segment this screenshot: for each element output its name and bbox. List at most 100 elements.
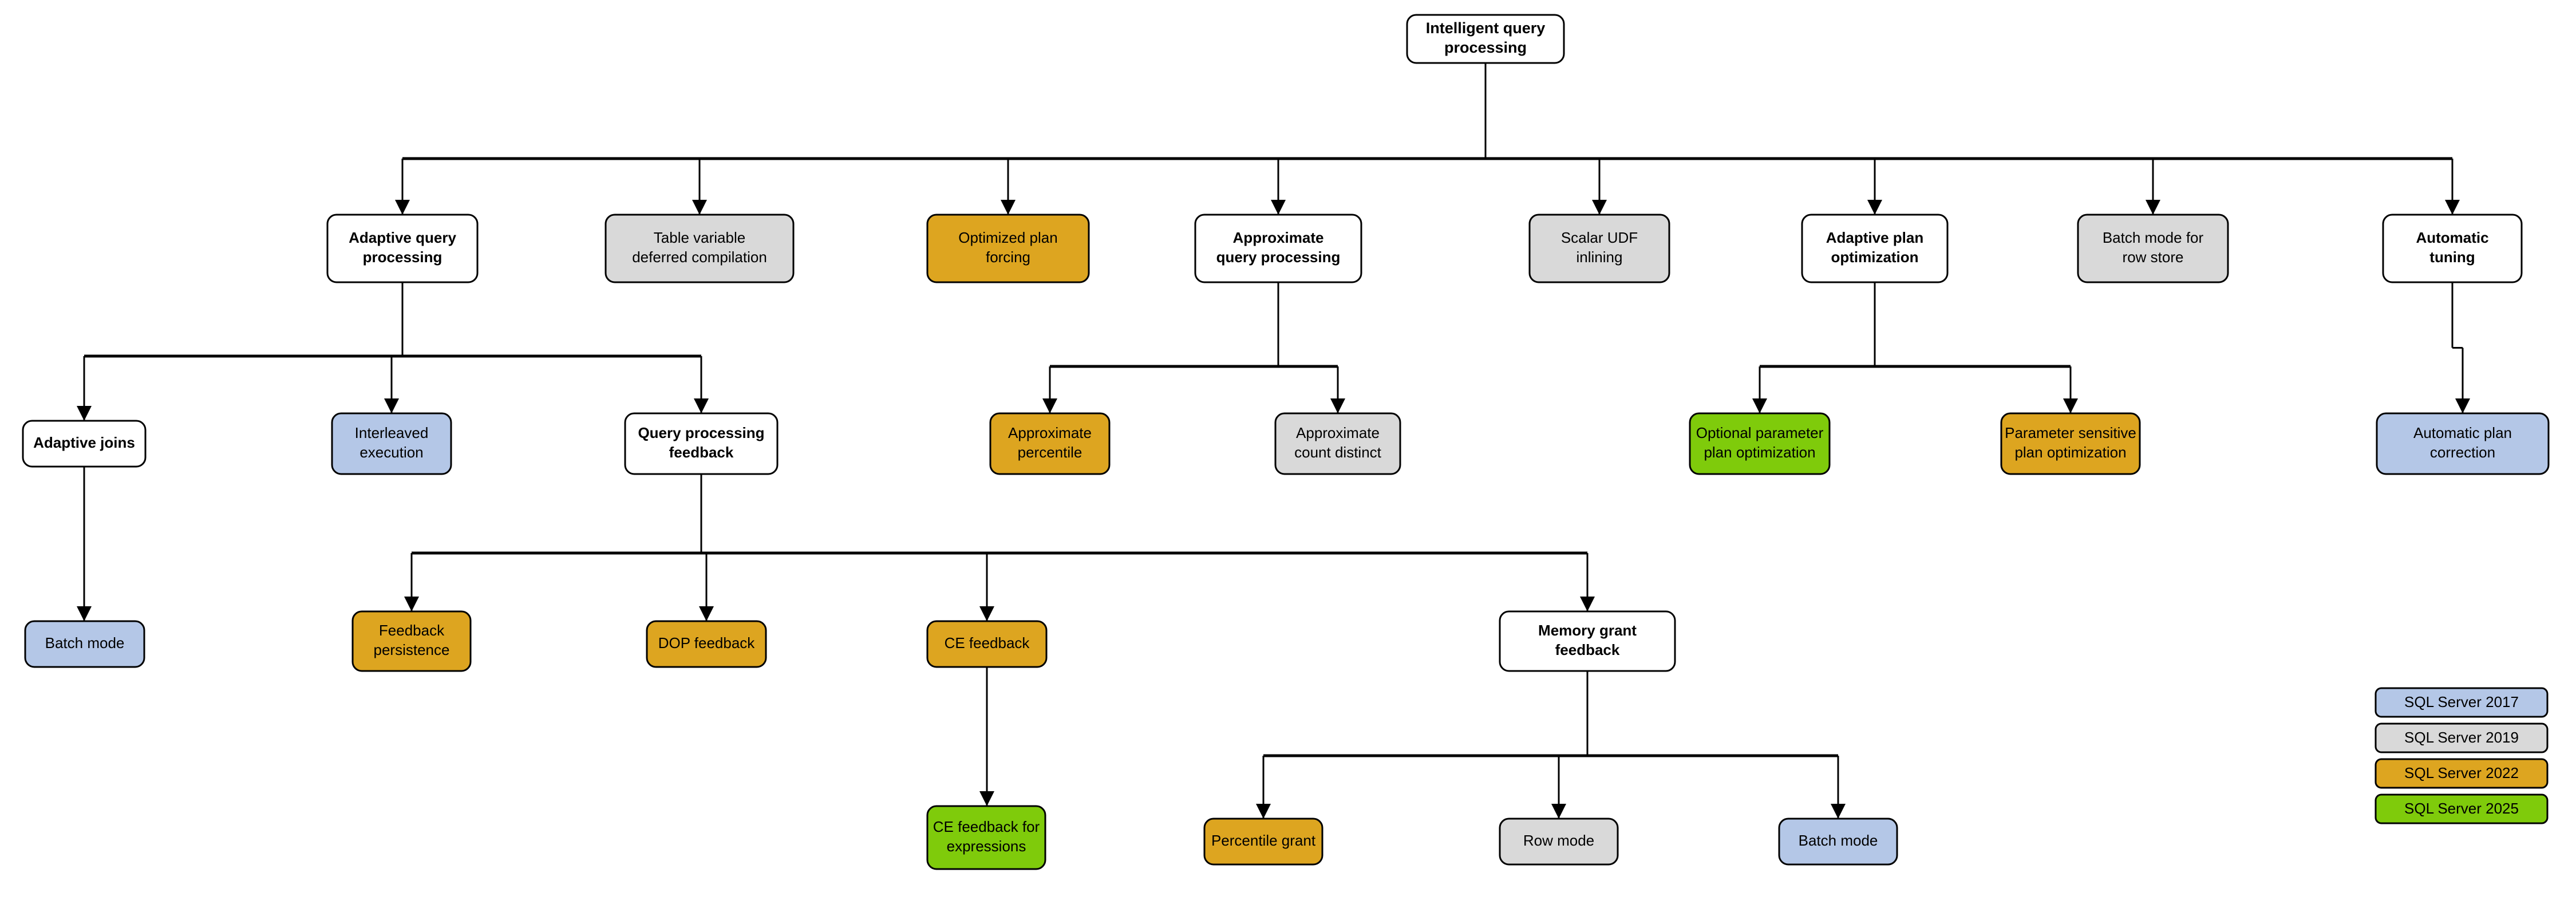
legend-item-sql-server-2017: SQL Server 2017 <box>2374 687 2549 718</box>
legend-label: SQL Server 2025 <box>2404 800 2519 817</box>
node-box[interactable] <box>1406 14 1565 64</box>
node-box[interactable] <box>326 214 479 283</box>
node-batch_mode_aj[interactable]: Batch mode <box>24 620 145 668</box>
node-box[interactable] <box>1274 412 1401 475</box>
node-adaptive_joins[interactable]: Adaptive joins <box>22 420 147 468</box>
node-label-line: Batch mode <box>45 634 125 652</box>
node-box[interactable] <box>624 412 779 475</box>
node-box[interactable] <box>1778 818 1898 866</box>
arrow-head-icon <box>1752 398 1767 413</box>
node-box[interactable] <box>2376 412 2550 475</box>
node-label-line: Approximate <box>1008 424 1092 441</box>
arrow-head-icon <box>1330 398 1345 413</box>
arrow-head-icon <box>1001 200 1016 215</box>
arrow-head-icon <box>1042 398 1057 413</box>
edge-group-approx_qp <box>1042 282 1345 413</box>
node-dop_fb[interactable]: DOP feedback <box>646 620 767 668</box>
node-box[interactable] <box>605 214 795 283</box>
node-label: Row mode <box>1523 832 1594 849</box>
arrow-head-icon <box>1580 597 1595 611</box>
node-label-line: optimization <box>1831 248 1918 266</box>
node-label-line: plan optimization <box>2014 444 2126 461</box>
node-label-line: Adaptive plan <box>1826 229 1923 246</box>
node-box[interactable] <box>2077 214 2229 283</box>
node-box[interactable] <box>926 805 1046 870</box>
node-label-line: Approximate <box>1296 424 1380 441</box>
node-row_mode[interactable]: Row mode <box>1499 818 1619 866</box>
node-box[interactable] <box>1801 214 1949 283</box>
node-box[interactable] <box>926 214 1090 283</box>
edge-group-ce_fb <box>979 667 994 806</box>
node-pct_grant[interactable]: Percentile grant <box>1203 818 1323 866</box>
node-label: Query processing feedback <box>638 424 764 461</box>
node-label-line: Table variable <box>654 229 745 246</box>
node-box[interactable] <box>2000 412 2141 475</box>
node-batch_mode_mg[interactable]: Batch mode <box>1778 818 1898 866</box>
node-label-line: CE feedback for <box>933 818 1040 835</box>
arrow-head-icon <box>1551 804 1566 819</box>
node-label-line: Row mode <box>1523 832 1594 849</box>
arrow-head-icon <box>77 406 92 421</box>
node-label-line: Intelligent query <box>1426 19 1546 37</box>
node-label-line: Scalar UDF <box>1561 229 1638 246</box>
node-box[interactable] <box>2382 214 2523 283</box>
arrow-head-icon <box>979 606 994 621</box>
node-box[interactable] <box>1194 214 1362 283</box>
arrow-head-icon <box>692 200 707 215</box>
edge-group-qpf <box>404 474 1595 621</box>
node-label: CE feedback <box>945 634 1030 652</box>
arrow-head-icon <box>77 606 92 621</box>
arrow-head-icon <box>1256 804 1271 819</box>
node-label-line: row store <box>2123 248 2184 266</box>
node-root[interactable]: Intelligent query processing <box>1406 14 1565 64</box>
node-label-line: processing <box>1444 39 1527 56</box>
node-qpf[interactable]: Query processing feedback <box>624 412 779 475</box>
node-ce_fb[interactable]: CE feedback <box>926 620 1048 668</box>
node-label: Adaptive joins <box>33 434 135 451</box>
node-box[interactable] <box>24 620 145 668</box>
node-box[interactable] <box>989 412 1111 475</box>
node-box[interactable] <box>926 620 1048 668</box>
legend-label: SQL Server 2019 <box>2404 729 2519 746</box>
node-box[interactable] <box>1499 818 1619 866</box>
arrow-head-icon <box>1831 804 1846 819</box>
legend-item-sql-server-2019: SQL Server 2019 <box>2374 722 2549 753</box>
node-box[interactable] <box>331 412 452 475</box>
node-label-line: execution <box>359 444 423 461</box>
node-apo[interactable]: Adaptive plan optimization <box>1801 214 1949 283</box>
node-label-line: feedback <box>669 444 734 461</box>
node-box[interactable] <box>1528 214 1670 283</box>
node-box[interactable] <box>22 420 147 468</box>
node-label-line: DOP feedback <box>658 634 756 652</box>
node-label-line: Query processing <box>638 424 764 441</box>
node-box[interactable] <box>1499 610 1676 672</box>
arrow-head-icon <box>1271 200 1286 215</box>
node-box[interactable] <box>1689 412 1831 475</box>
connector-layer <box>77 63 2470 819</box>
node-box[interactable] <box>1203 818 1323 866</box>
node-box[interactable] <box>646 620 767 668</box>
node-box[interactable] <box>351 610 472 672</box>
node-label-line: tuning <box>2429 248 2475 266</box>
node-label-line: query processing <box>1216 248 1341 266</box>
